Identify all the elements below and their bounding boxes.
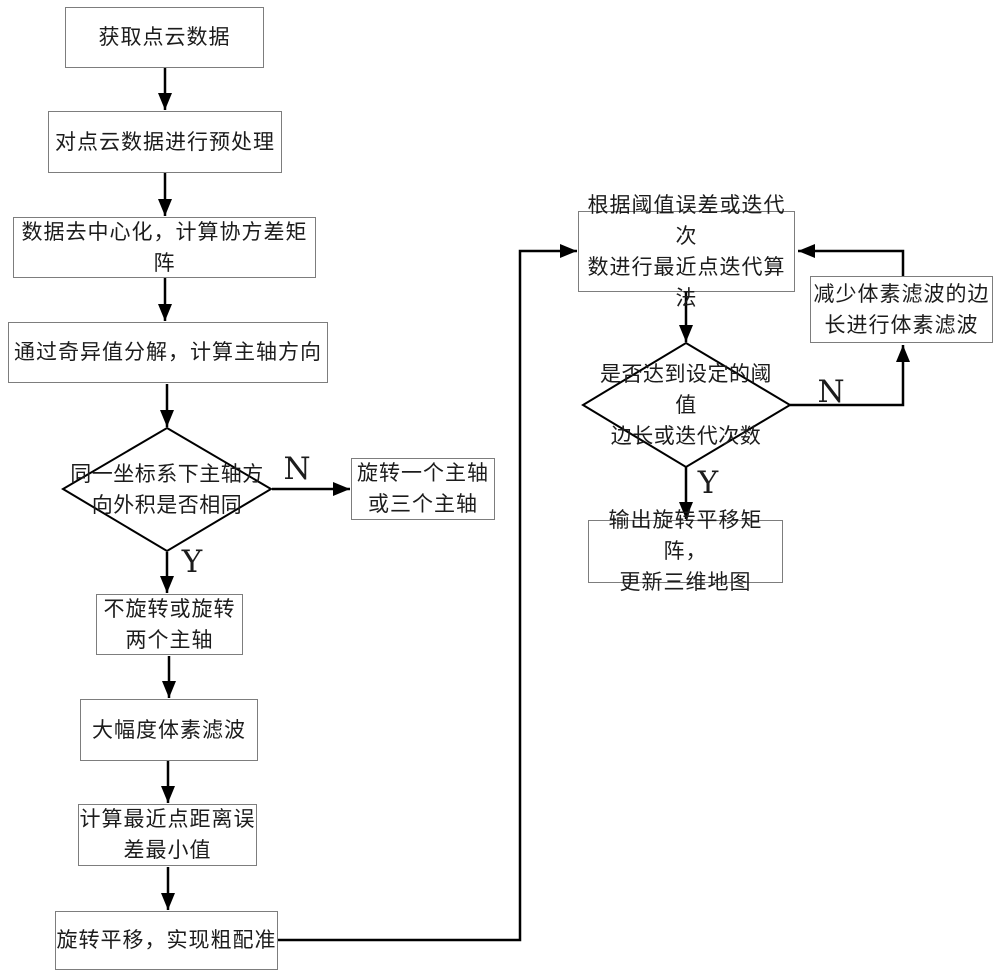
node-coarse-registration: 旋转平移，实现粗配准: [55, 911, 278, 970]
node-rotate-one-or-three: 旋转一个主轴 或三个主轴: [351, 458, 495, 520]
node-output-matrix-map: 输出旋转平移矩阵， 更新三维地图: [588, 508, 783, 594]
node-reduce-voxel-filter: 减少体素滤波的边 长进行体素滤波: [810, 276, 993, 343]
node-decenter-covariance: 数据去中心化，计算协方差矩阵: [13, 217, 316, 278]
arrow-coarse-to-icp: [278, 244, 577, 942]
arrow-threshold-no-to-redvox: [790, 345, 910, 407]
branch-label-threshold-no: N: [817, 374, 845, 410]
branch-label-axis-yes: Y: [181, 544, 203, 580]
arrow-redvox-to-icp: [798, 244, 905, 276]
branch-label-threshold-yes: Y: [697, 465, 719, 501]
node-svd-principal-axis: 通过奇异值分解，计算主轴方向: [8, 322, 328, 383]
node-big-voxel-filter: 大幅度体素滤波: [80, 699, 258, 761]
node-acquire-point-cloud: 获取点云数据: [65, 7, 264, 68]
node-icp-iteration: 根据阈值误差或迭代次 数进行最近点迭代算法: [578, 193, 795, 310]
node-min-distance-error: 计算最近点距离误 差最小值: [78, 804, 257, 866]
branch-label-axis-no: N: [283, 451, 311, 487]
decision-threshold-check-shape: [581, 341, 792, 469]
node-rotate-none-or-two: 不旋转或旋转 两个主轴: [96, 594, 243, 655]
node-preprocess: 对点云数据进行预处理: [48, 111, 282, 173]
decision-axis-check-shape: [61, 426, 273, 553]
